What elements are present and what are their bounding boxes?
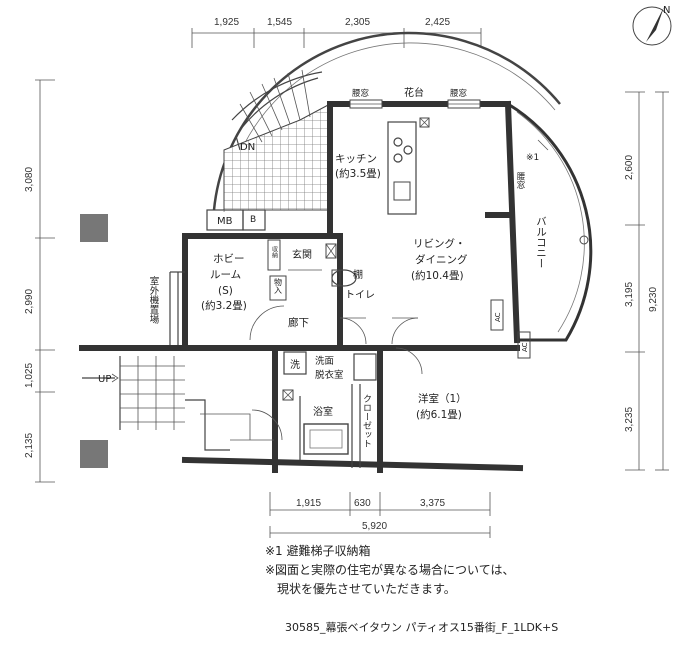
dim-top-2: 1,545 bbox=[267, 17, 292, 28]
ac-label-1: AC bbox=[494, 312, 502, 322]
dim-left-3: 1,025 bbox=[24, 363, 35, 388]
notes: ※1 避難梯子収納箱 ※図面と実際の住宅が異なる場合については、 現状を優先させ… bbox=[265, 542, 514, 599]
wash-room-label-2: 脱衣室 bbox=[315, 369, 344, 381]
note-2: ※図面と実際の住宅が異なる場合については、 bbox=[265, 563, 515, 577]
dim-right-total: 9,230 bbox=[648, 287, 659, 312]
compass-label: N bbox=[663, 5, 670, 16]
ac-label-2: AC bbox=[521, 342, 529, 352]
living-name-2: ダイニング bbox=[415, 253, 468, 266]
dn-label: DN bbox=[240, 142, 255, 153]
wash-room-label-1: 洗面 bbox=[315, 355, 334, 367]
vertical-labels: バルコニー 腰窓 室外機置場 クローゼット 物入 収納 bbox=[148, 172, 548, 448]
right-dimension-line: 2,600 3,195 3,235 9,230 bbox=[624, 91, 669, 471]
outdoor-unit-label: 室外機置場 bbox=[148, 275, 160, 324]
grid-area bbox=[223, 103, 331, 211]
balcony-label: バルコニー bbox=[535, 216, 547, 269]
dim-top-3: 2,305 bbox=[345, 17, 370, 28]
toilet-label: トイレ bbox=[345, 290, 375, 301]
washer-label: 洗 bbox=[290, 359, 300, 371]
spiral-stair: DN bbox=[231, 69, 323, 153]
dim-left-1: 3,080 bbox=[24, 167, 35, 192]
dim-bottom-total: 5,920 bbox=[362, 521, 387, 532]
dim-right-1: 2,600 bbox=[624, 155, 635, 180]
hobby-size: (約3.2畳) bbox=[201, 299, 247, 312]
top-windows bbox=[349, 99, 481, 128]
dim-left-4: 2,135 bbox=[24, 433, 35, 458]
dim-bottom-3: 3,375 bbox=[420, 498, 445, 509]
planter-label: 花台 bbox=[404, 86, 424, 99]
entrance-fixtures bbox=[249, 239, 423, 375]
hobby-name-2: ルーム bbox=[210, 269, 241, 281]
dim-top-4: 2,425 bbox=[425, 17, 450, 28]
dim-right-3: 3,235 bbox=[624, 407, 635, 432]
bath-fixtures bbox=[230, 351, 377, 468]
bottom-dimension-line: 1,915 630 3,375 5,920 bbox=[269, 492, 491, 538]
kitchen-name: キッチン bbox=[335, 153, 377, 165]
dim-left-2: 2,990 bbox=[24, 289, 35, 314]
window-label-2: 腰窓 bbox=[450, 88, 468, 99]
up-label: UP bbox=[98, 374, 111, 385]
hall-label: 廊下 bbox=[288, 316, 309, 329]
window-label-3: 腰窓 bbox=[515, 172, 525, 189]
left-dimension-line: 3,080 2,990 1,025 2,135 bbox=[24, 79, 55, 483]
kitchen-size: (約3.5畳) bbox=[335, 167, 381, 180]
top-dimension-line: 1,925 1,545 2,305 2,425 bbox=[191, 17, 482, 48]
b-label: B bbox=[250, 215, 256, 225]
shoe-label: 棚 bbox=[353, 268, 363, 281]
entrance-label: 玄関 bbox=[292, 248, 312, 261]
note-1: ※1 避難梯子収納箱 bbox=[265, 544, 371, 558]
shaft-square-upper bbox=[80, 214, 108, 242]
mb-label: MB bbox=[217, 216, 233, 227]
closet-label: クローゼット bbox=[361, 394, 372, 448]
window-label-1: 腰窓 bbox=[352, 88, 370, 99]
living-size: (約10.4畳) bbox=[411, 269, 464, 282]
dim-bottom-2: 630 bbox=[354, 498, 371, 509]
living-name-1: リビング・ bbox=[413, 237, 466, 250]
bath-label: 浴室 bbox=[313, 405, 333, 418]
exterior-stairs: UP bbox=[79, 345, 251, 451]
western-size: (約6.1畳) bbox=[416, 408, 462, 421]
compass-icon: N bbox=[632, 5, 672, 46]
kitchen-counter bbox=[387, 121, 417, 215]
ac-units: AC AC bbox=[490, 299, 531, 359]
storage-in-label: 物入 bbox=[274, 277, 283, 294]
hobby-name-3: (S) bbox=[218, 285, 233, 297]
small-shelf-label: 収納 bbox=[271, 246, 278, 259]
mb-cupboard: MB B bbox=[206, 209, 266, 231]
dim-top-1: 1,925 bbox=[214, 17, 239, 28]
western-name: 洋室（1） bbox=[418, 392, 467, 405]
hobby-name-1: ホビー bbox=[213, 253, 245, 265]
note-3: 現状を優先させていただきます。 bbox=[277, 582, 456, 596]
plan-caption: 30585_幕張ベイタウン パティオス15番街_F_1LDK+S bbox=[285, 621, 559, 634]
dim-bottom-1: 1,915 bbox=[296, 498, 321, 509]
room-labels: キッチン (約3.5畳) リビング・ ダイニング (約10.4畳) ホビー ルー… bbox=[201, 86, 539, 421]
dim-right-2: 3,195 bbox=[624, 282, 635, 307]
note-mark: ※1 bbox=[526, 153, 539, 163]
shaft-square-lower bbox=[80, 440, 108, 468]
